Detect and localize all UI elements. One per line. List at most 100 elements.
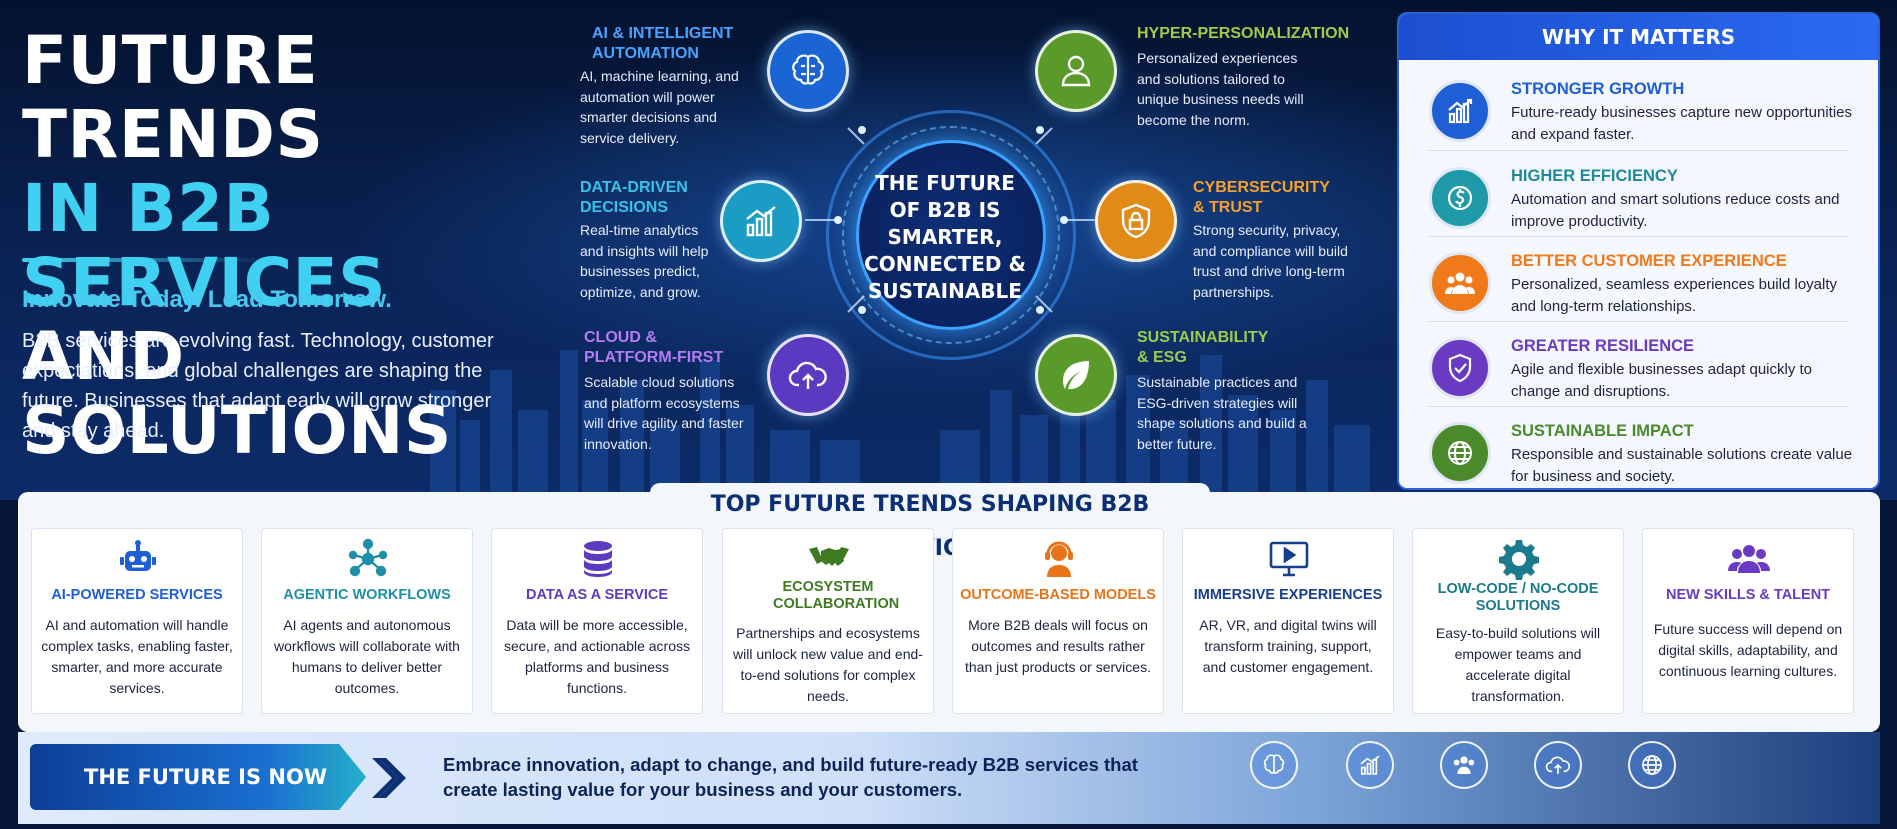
- database-icon: [584, 541, 612, 577]
- page-title-line-3: AND SOLUTIONS: [22, 318, 452, 469]
- people-icon: [1445, 272, 1475, 294]
- trend-data-title: DATA-DRIVEN DECISIONS: [580, 179, 688, 216]
- title-underline: [22, 258, 268, 262]
- monitor-play-icon: [1269, 541, 1309, 577]
- why-item-customer-experience: BETTER CUSTOMER EXPERIENCE Personalized,…: [1399, 240, 1878, 324]
- dollar-cycle-icon: [1447, 185, 1473, 211]
- why-growth-badge: [1429, 80, 1491, 142]
- page-title-line-1: FUTURE TRENDS: [22, 22, 324, 173]
- trend-card-agentic-workflows: AGENTIC WORKFLOWS AI agents and autonomo…: [261, 528, 473, 714]
- future-is-now-badge: THE FUTURE IS NOW: [30, 744, 366, 810]
- top-trends-heading: TOP FUTURE TRENDS SHAPING B2B SERVICES: [650, 483, 1210, 561]
- shield-lock-icon: [1121, 203, 1151, 239]
- card-text: AR, VR, and digital twins will transform…: [1199, 617, 1377, 675]
- people-icon: [1453, 756, 1475, 775]
- why-item-sustainable-impact: SUSTAINABLE IMPACT Responsible and susta…: [1399, 410, 1878, 488]
- growth-chart-icon: [1448, 98, 1473, 124]
- trend-card-outcome-based: OUTCOME-BASED MODELS More B2B deals will…: [952, 528, 1164, 714]
- why-item-text: Automation and smart solutions reduce co…: [1511, 191, 1840, 230]
- team-icon: [1728, 545, 1770, 573]
- gear-icon: [1499, 540, 1539, 580]
- intro-paragraph: B2B services are evolving fast. Technolo…: [22, 330, 494, 442]
- why-item-text: Future-ready businesses capture new oppo…: [1511, 104, 1853, 143]
- footer-icon-globe: [1628, 741, 1676, 789]
- why-item-title: STRONGER GROWTH: [1511, 80, 1685, 98]
- divider: [1429, 406, 1849, 407]
- trend-cyber-title: CYBERSECURITY & TRUST: [1193, 179, 1330, 216]
- footer-icon-ai: [1250, 741, 1298, 789]
- shield-check-icon: [1448, 353, 1472, 383]
- tagline: Innovate Today. Lead Tomorrow.: [22, 286, 392, 313]
- card-text: Easy-to-build solutions will empower tea…: [1435, 625, 1601, 704]
- title-block: FUTURE TRENDS IN B2B SERVICES AND SOLUTI…: [22, 24, 542, 468]
- trend-personalization-text: Personalized experiences and solutions t…: [1137, 50, 1304, 128]
- card-text: AI agents and autonomous workflows will …: [274, 617, 460, 696]
- footer-icon-analytics: [1346, 741, 1394, 789]
- handshake-icon: [809, 547, 849, 566]
- why-it-matters-panel: WHY IT MATTERS STRONGER GROWTH Future-re…: [1397, 12, 1880, 490]
- card-text: AI and automation will handle complex ta…: [41, 617, 233, 696]
- why-item-text: Responsible and sustainable solutions cr…: [1511, 446, 1853, 485]
- card-title: IMMERSIVE EXPERIENCES: [1193, 587, 1383, 603]
- why-item-title: BETTER CUSTOMER EXPERIENCE: [1511, 252, 1787, 270]
- hub-outer-ring: [826, 110, 1076, 360]
- card-title: OUTCOME-BASED MODELS: [960, 587, 1156, 603]
- node-cybersecurity: [1095, 180, 1177, 262]
- footer-icon-people: [1440, 741, 1488, 789]
- why-item-text: Personalized, seamless experiences build…: [1511, 276, 1838, 315]
- brain-icon: [1263, 754, 1285, 774]
- cloud-upload-icon: [1545, 756, 1571, 774]
- globe-icon: [1642, 755, 1662, 775]
- card-text: Data will be more accessible, secure, an…: [504, 617, 690, 696]
- footer-icon-cloud: [1534, 741, 1582, 789]
- hub-core: [856, 140, 1046, 330]
- card-title: AGENTIC WORKFLOWS: [283, 587, 451, 603]
- trend-card-low-code: LOW-CODE / NO-CODE SOLUTIONS Easy-to-bui…: [1412, 528, 1624, 714]
- why-item-text: Agile and flexible businesses adapt quic…: [1511, 361, 1813, 400]
- why-customer-badge: [1429, 252, 1491, 314]
- hub-center-text: THE FUTURE OF B2B IS SMARTER, CONNECTED …: [864, 171, 1026, 303]
- hub-connectors: [805, 126, 1096, 314]
- node-hyper-personalization: [1035, 30, 1117, 112]
- why-heading: WHY IT MATTERS: [1399, 14, 1878, 60]
- why-item-growth: STRONGER GROWTH Future-ready businesses …: [1399, 68, 1878, 152]
- card-title: DATA AS A SERVICE: [525, 587, 669, 603]
- divider: [1429, 236, 1849, 237]
- hub-middle-ring: [842, 126, 1060, 344]
- trend-ai-title: AI & INTELLIGENT AUTOMATION: [592, 25, 734, 62]
- chart-icon: [746, 206, 776, 237]
- node-ai-automation: [767, 30, 849, 112]
- chart-icon: [1360, 755, 1380, 775]
- node-data-driven: [720, 180, 802, 262]
- headset-icon: [1045, 541, 1073, 577]
- trend-cloud-text: Scalable cloud solutions and platform ec…: [584, 374, 744, 452]
- card-title: ECOSYSTEM COLLABORATION: [773, 579, 900, 612]
- trend-card-ecosystem-collaboration: ECOSYSTEM COLLABORATION Partnerships and…: [722, 528, 934, 714]
- why-item-title: HIGHER EFFICIENCY: [1511, 167, 1678, 185]
- trend-card-new-skills: NEW SKILLS & TALENT Future success will …: [1642, 528, 1854, 714]
- page-title-line-2: IN B2B SERVICES: [22, 170, 387, 321]
- card-text: More B2B deals will focus on outcomes an…: [965, 617, 1151, 675]
- trend-data-text: Real-time analytics and insights will he…: [580, 222, 709, 300]
- divider: [1429, 321, 1849, 322]
- card-title: LOW-CODE / NO-CODE SOLUTIONS: [1437, 581, 1599, 614]
- trend-card-immersive-experiences: IMMERSIVE EXPERIENCES AR, VR, and digita…: [1182, 528, 1394, 714]
- why-item-title: SUSTAINABLE IMPACT: [1511, 422, 1694, 440]
- trend-sustainability-title: SUSTAINABILITY & ESG: [1137, 329, 1268, 366]
- node-sustainability: [1035, 334, 1117, 416]
- card-text: Future success will depend on digital sk…: [1653, 621, 1843, 679]
- why-item-title: GREATER RESILIENCE: [1511, 337, 1695, 355]
- robot-icon: [120, 540, 156, 571]
- cloud-upload-icon: [788, 361, 827, 389]
- trend-ai-text: AI, machine learning, and automation wil…: [580, 68, 739, 146]
- divider: [1429, 150, 1849, 151]
- brain-icon: [792, 54, 824, 85]
- trend-cyber-text: Strong security, privacy, and compliance…: [1193, 222, 1348, 300]
- network-icon: [348, 538, 388, 577]
- trend-sustainability-text: Sustainable practices and ESG-driven str…: [1137, 374, 1307, 452]
- why-item-efficiency: HIGHER EFFICIENCY Automation and smart s…: [1399, 155, 1878, 239]
- card-title: AI-POWERED SERVICES: [51, 587, 223, 603]
- why-item-resilience: GREATER RESILIENCE Agile and flexible bu…: [1399, 325, 1878, 409]
- globe-icon: [1448, 441, 1472, 465]
- trend-card-ai-powered: AI-POWERED SERVICES AI and automation wi…: [31, 528, 243, 714]
